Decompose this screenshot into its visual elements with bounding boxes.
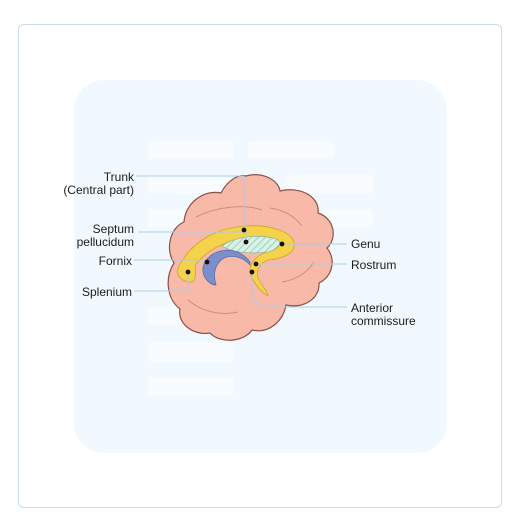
marker-dot — [249, 269, 255, 275]
label-fornix: Fornix — [99, 254, 132, 268]
label-anterior-sub: commissure — [351, 314, 416, 328]
septum-pellucidum — [221, 236, 280, 254]
fornix — [202, 249, 251, 286]
brain-sulcus — [187, 299, 239, 314]
placeholder-bar — [148, 377, 234, 395]
label-rostrum: Rostrum — [351, 258, 396, 272]
marker-dot — [185, 269, 191, 275]
corpus-callosum — [177, 225, 295, 297]
placeholder-bar — [148, 141, 234, 159]
label-trunk-sub: (Central part) — [63, 183, 134, 197]
brain-sulcus — [269, 207, 303, 227]
placeholder-bar — [148, 343, 234, 361]
label-splenium: Splenium — [82, 285, 132, 299]
marker-dot — [243, 239, 249, 245]
label-septum: Septum — [93, 222, 134, 236]
label-septum-sub: pellucidum — [77, 235, 134, 249]
marker-dots — [185, 227, 285, 275]
marker-dot — [241, 227, 247, 233]
marker-dot — [253, 261, 259, 267]
leader-lines — [134, 175, 347, 308]
label-genu: Genu — [351, 237, 380, 251]
label-trunk: Trunk — [104, 170, 135, 184]
label-anterior: Anterior — [351, 301, 393, 315]
marker-dot — [279, 241, 285, 247]
placeholder-bar — [248, 141, 334, 159]
brain-sulcus — [195, 206, 263, 218]
placeholder-bar — [148, 175, 234, 193]
placeholder-bar — [287, 175, 373, 193]
marker-dot — [204, 259, 210, 265]
